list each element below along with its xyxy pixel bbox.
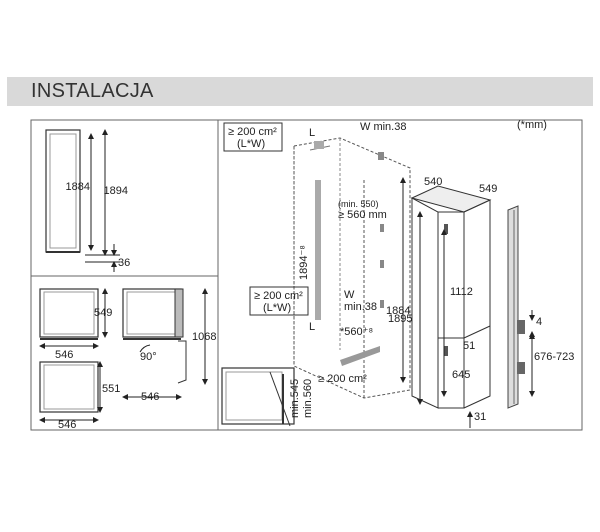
dim-36: 36 xyxy=(118,257,130,269)
dim-1884: 1884 xyxy=(66,181,90,193)
dim-551: 551 xyxy=(102,383,120,395)
door-diagram xyxy=(39,288,108,349)
dim-1068: 1068 xyxy=(192,331,216,343)
vent-top: ≥ 200 cm² xyxy=(228,126,277,138)
dim-min-560: min.560 xyxy=(302,379,314,418)
W-top: W min.38 xyxy=(360,121,406,133)
dim-549-right: 549 xyxy=(479,183,497,195)
cabinet-perspective xyxy=(293,137,411,399)
vent-top-sub: (L*W) xyxy=(237,138,265,150)
section-header: INSTALACJA xyxy=(7,77,593,106)
tall-unit-diagram xyxy=(45,129,120,272)
fridge-unit xyxy=(410,185,492,428)
vent-bottom: ≥ 200 cm² xyxy=(318,373,367,385)
dim-min-545: min.545 xyxy=(289,379,301,418)
dim-540: 540 xyxy=(424,176,442,188)
section-title: INSTALACJA xyxy=(31,80,154,102)
dim-51: 51 xyxy=(463,340,475,352)
dim-4: 4 xyxy=(536,316,542,328)
lower-door-diagram xyxy=(39,361,103,423)
dim-546-mid: 546 xyxy=(55,349,73,361)
vent-mid: ≥ 200 cm² xyxy=(254,290,303,302)
dim-1112: 1112 xyxy=(450,286,473,298)
W-mid-min: min.38 xyxy=(344,301,377,313)
right-frame xyxy=(217,119,583,431)
angle-90: 90° xyxy=(140,351,157,363)
L-top: L xyxy=(309,127,315,139)
dim-1895: 1895 xyxy=(388,313,412,325)
left-frame xyxy=(30,119,219,431)
niche-detail xyxy=(221,367,295,427)
units-note: (*mm) xyxy=(517,119,547,131)
W-mid: W xyxy=(344,289,355,301)
min-550: (min. 550) xyxy=(338,199,379,209)
min-560mm: ≥ 560 mm xyxy=(338,209,387,221)
dim-560-8: *560⁺⁸ xyxy=(340,326,373,338)
L-mid: L xyxy=(309,321,315,333)
hinge-diagram xyxy=(122,288,208,400)
door-rail xyxy=(507,205,535,409)
dim-1884-right: 1884 xyxy=(386,305,410,317)
dim-676-723: 676-723 xyxy=(534,351,574,363)
dim-1894: 1894 xyxy=(104,185,128,197)
dim-1894-8: 1894⁻⁸ xyxy=(298,245,310,280)
dim-645: 645 xyxy=(452,369,470,381)
vent-mid-sub: (L*W) xyxy=(263,302,291,314)
dim-546-bottom: 546 xyxy=(58,419,76,431)
dim-546-hinge: 546 xyxy=(141,391,159,403)
dim-549: 549 xyxy=(94,307,112,319)
dim-31: 31 xyxy=(474,411,486,423)
